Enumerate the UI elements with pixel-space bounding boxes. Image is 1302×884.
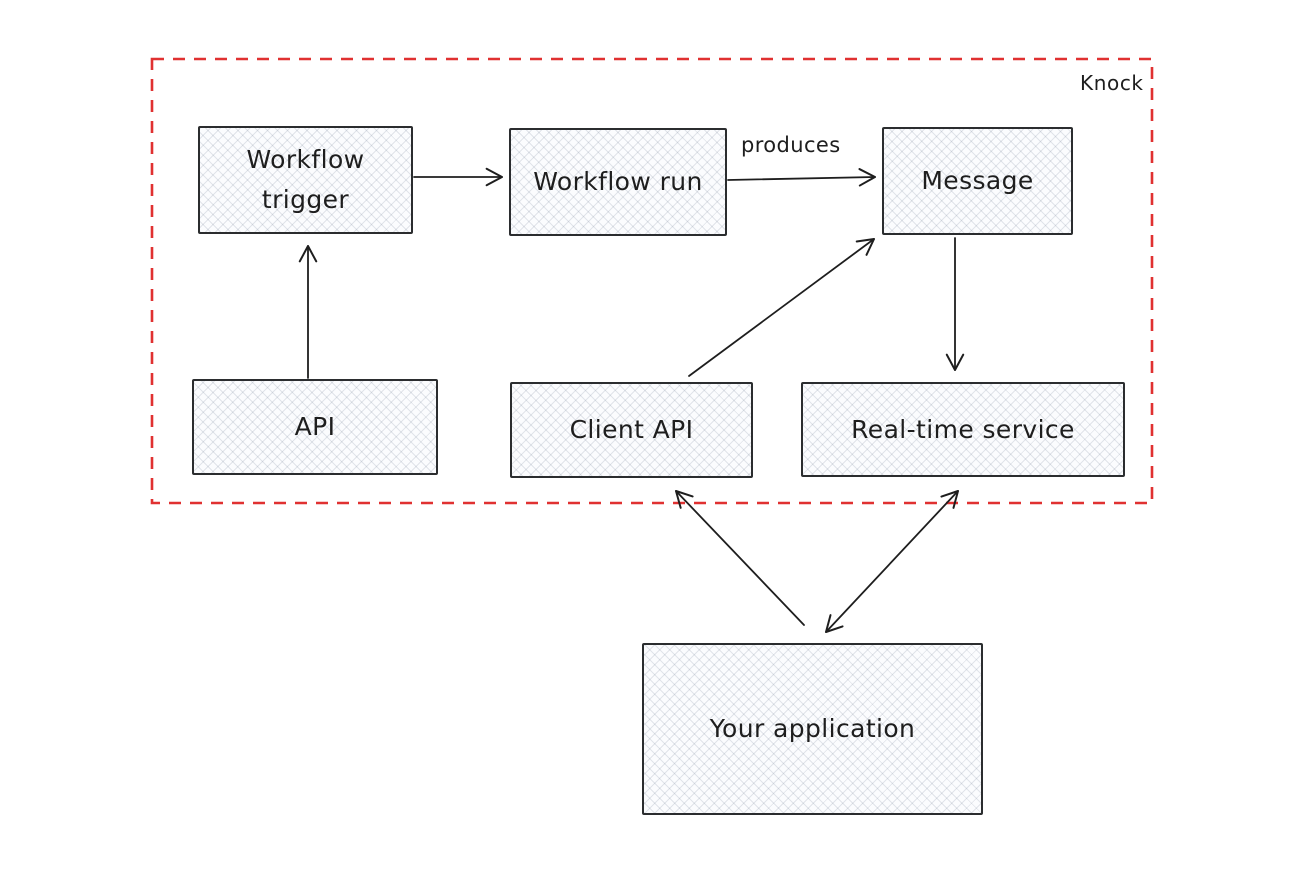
arrow-application-to-client-api [675, 490, 805, 626]
node-workflow-run-label: Workflow run [533, 167, 703, 196]
arrow-realtime-service-application-bidirectional [825, 490, 959, 633]
node-workflow-trigger: Workflow trigger [198, 126, 413, 234]
edge-label-produces: produces [741, 133, 841, 157]
node-realtime-service-label: Real-time service [851, 414, 1075, 444]
node-your-application: Your application [642, 643, 983, 815]
node-your-application-label: Your application [709, 714, 916, 743]
node-message: Message [882, 127, 1073, 235]
node-workflow-run: Workflow run [509, 128, 727, 236]
arrow-client-api-to-message [688, 238, 875, 377]
node-api-label: API [294, 412, 336, 441]
node-client-api: Client API [510, 382, 753, 478]
arrow-workflow-run-to-message [727, 168, 876, 187]
knock-boundary-box [150, 57, 1154, 505]
node-workflow-trigger-label: Workflow trigger [246, 145, 365, 214]
node-client-api-label: Client API [569, 415, 694, 444]
node-api: API [192, 379, 438, 475]
knock-boundary-label: Knock [1080, 71, 1144, 95]
node-message-label: Message [921, 166, 1034, 195]
node-realtime-service: Real-time service [801, 382, 1125, 477]
